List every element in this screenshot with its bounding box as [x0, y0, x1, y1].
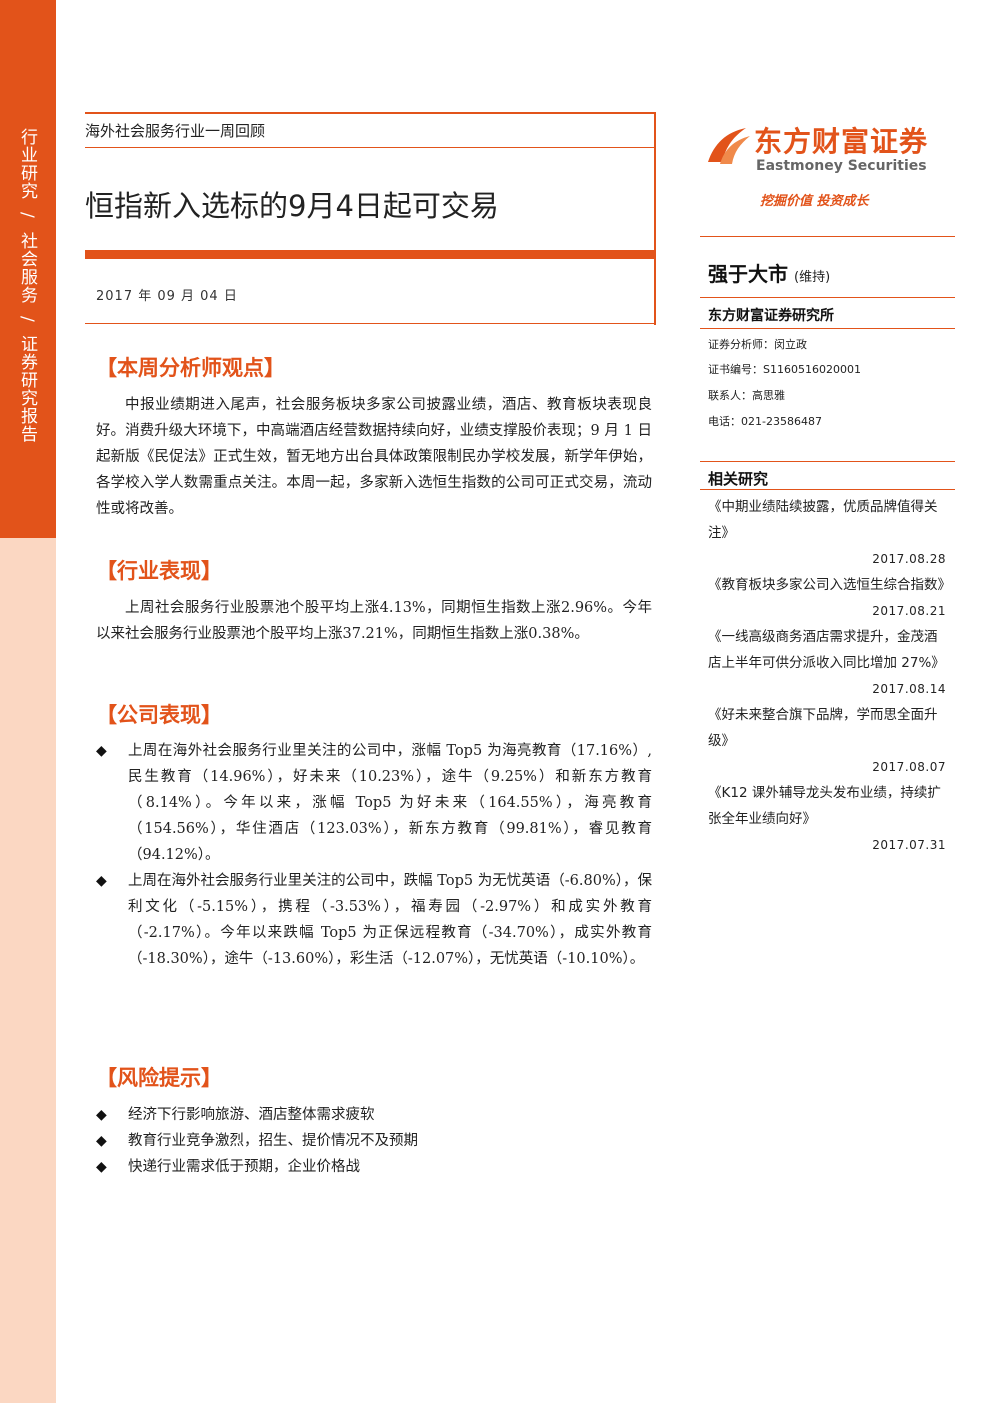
certificate-number: 证书编号：S1160516020001: [708, 363, 861, 376]
right-rule-4: [700, 461, 955, 462]
section-heading-company: 【公司表现】: [96, 702, 222, 727]
column-divider: [654, 112, 656, 325]
analyst-view-paragraph: 中报业绩期进入尾声，社会服务板块多家公司披露业绩，酒店、教育板块表现良好。消费升…: [96, 397, 652, 517]
risk-bullet-text: 经济下行影响旅游、酒店整体需求疲软: [128, 1107, 375, 1123]
sidebar-part-report-type: 证券研究报告: [17, 335, 37, 444]
sidebar-accent-top: [0, 0, 56, 538]
related-report-date: 2017.07.31: [872, 838, 946, 852]
diamond-bullet-icon: ◆: [96, 1107, 107, 1123]
related-report-link[interactable]: 《一线高级商务酒店需求提升，金茂酒店上半年可供分派收入同比增加 27%》: [708, 629, 945, 671]
related-report-link[interactable]: 《教育板块多家公司入选恒生综合指数》: [708, 577, 951, 593]
related-report-date: 2017.08.21: [872, 604, 946, 618]
title-underline-bar: [85, 250, 655, 259]
diamond-bullet-icon: ◆: [96, 1133, 107, 1149]
sidebar-separator: /: [17, 212, 37, 220]
report-title: 恒指新入选标的9月4日起可交易: [85, 189, 499, 223]
diamond-bullet-icon: ◆: [96, 1159, 107, 1175]
section-heading-industry: 【行业表现】: [96, 558, 222, 583]
related-report-link[interactable]: 《K12 课外辅导龙头发布业绩，持续扩张全年业绩向好》: [708, 785, 941, 827]
logo-english-name: Eastmoney Securities: [756, 158, 927, 174]
related-research-heading: 相关研究: [708, 470, 769, 488]
diamond-bullet-icon: ◆: [96, 743, 107, 759]
right-rule-3: [700, 328, 955, 329]
list-item: ◆ 教育行业竞争激烈，招生、提价情况不及预期: [96, 1128, 652, 1154]
section-heading-analyst-view: 【本周分析师观点】: [96, 355, 285, 380]
sidebar-part-sector: 社会服务: [17, 231, 37, 304]
list-item: ◆ 上周在海外社会服务行业里关注的公司中，跌幅 Top5 为无忧英语（-6.80%…: [96, 868, 652, 972]
investment-rating: 强于大市 (维持): [708, 258, 830, 287]
risk-bullet-text: 快递行业需求低于预期，企业价格战: [128, 1159, 360, 1175]
contact-person: 联系人：高思雅: [708, 389, 785, 402]
right-rule-2: [700, 297, 955, 298]
list-item: ◆ 经济下行影响旅游、酒店整体需求疲软: [96, 1102, 652, 1128]
contact-phone: 电话：021-23586487: [708, 415, 822, 428]
analyst-name: 证券分析师：闵立政: [708, 338, 807, 351]
company-logo: 东方财富证券 Eastmoney Securities: [704, 118, 950, 178]
section-heading-risk: 【风险提示】: [96, 1065, 222, 1090]
report-series: 海外社会服务行业一周回顾: [85, 122, 266, 140]
sidebar-part-research: 行业研究: [17, 128, 37, 200]
company-bullet-list: ◆ 上周在海外社会服务行业里关注的公司中，涨幅 Top5 为海亮教育（17.16%…: [96, 738, 652, 972]
rating-value: 强于大市: [708, 262, 788, 286]
header-top-rule: [85, 112, 655, 114]
sidebar-category-label: 行业研究 / 社会服务 / 证券研究报告: [16, 128, 40, 443]
list-item: ◆ 上周在海外社会服务行业里关注的公司中，涨幅 Top5 为海亮教育（17.16%…: [96, 738, 652, 868]
eastmoney-logo-icon: [708, 128, 750, 164]
related-report-link[interactable]: 《中期业绩陆续披露，优质品牌值得关注》: [708, 499, 938, 541]
sidebar-accent-bottom: [0, 538, 56, 1403]
risk-bullet-list: ◆ 经济下行影响旅游、酒店整体需求疲软 ◆ 教育行业竞争激烈，招生、提价情况不及预期…: [96, 1102, 652, 1180]
related-report-date: 2017.08.14: [872, 682, 946, 696]
company-bullet-losers: 上周在海外社会服务行业里关注的公司中，跌幅 Top5 为无忧英语（-6.80%）…: [128, 873, 652, 967]
rating-note: (维持): [794, 270, 831, 285]
sidebar-separator: /: [17, 315, 37, 323]
report-date: 2017 年 09 月 04 日: [96, 289, 238, 304]
related-report-link[interactable]: 《好未来整合旗下品牌，学而思全面升级》: [708, 707, 938, 749]
right-rule-1: [700, 236, 955, 237]
date-rule: [85, 323, 655, 324]
list-item: ◆ 快递行业需求低于预期，企业价格战: [96, 1154, 652, 1180]
logo-chinese-name: 东方财富证券: [754, 125, 929, 158]
right-rule-5: [700, 489, 955, 490]
company-bullet-gainers: 上周在海外社会服务行业里关注的公司中，涨幅 Top5 为海亮教育（17.16%）…: [128, 743, 652, 863]
header-middle-rule: [85, 147, 655, 148]
company-slogan: 挖掘价值 投资成长: [760, 194, 869, 209]
related-research-list: 《中期业绩陆续披露，优质品牌值得关注》 2017.08.28 《教育板块多家公司…: [708, 494, 951, 858]
related-report-date: 2017.08.07: [872, 760, 946, 774]
industry-paragraph: 上周社会服务行业股票池个股平均上涨4.13%，同期恒生指数上涨2.96%。今年以…: [96, 600, 652, 642]
related-report-date: 2017.08.28: [872, 552, 946, 566]
diamond-bullet-icon: ◆: [96, 873, 107, 889]
research-institute: 东方财富证券研究所: [708, 308, 834, 324]
risk-bullet-text: 教育行业竞争激烈，招生、提价情况不及预期: [128, 1133, 418, 1149]
